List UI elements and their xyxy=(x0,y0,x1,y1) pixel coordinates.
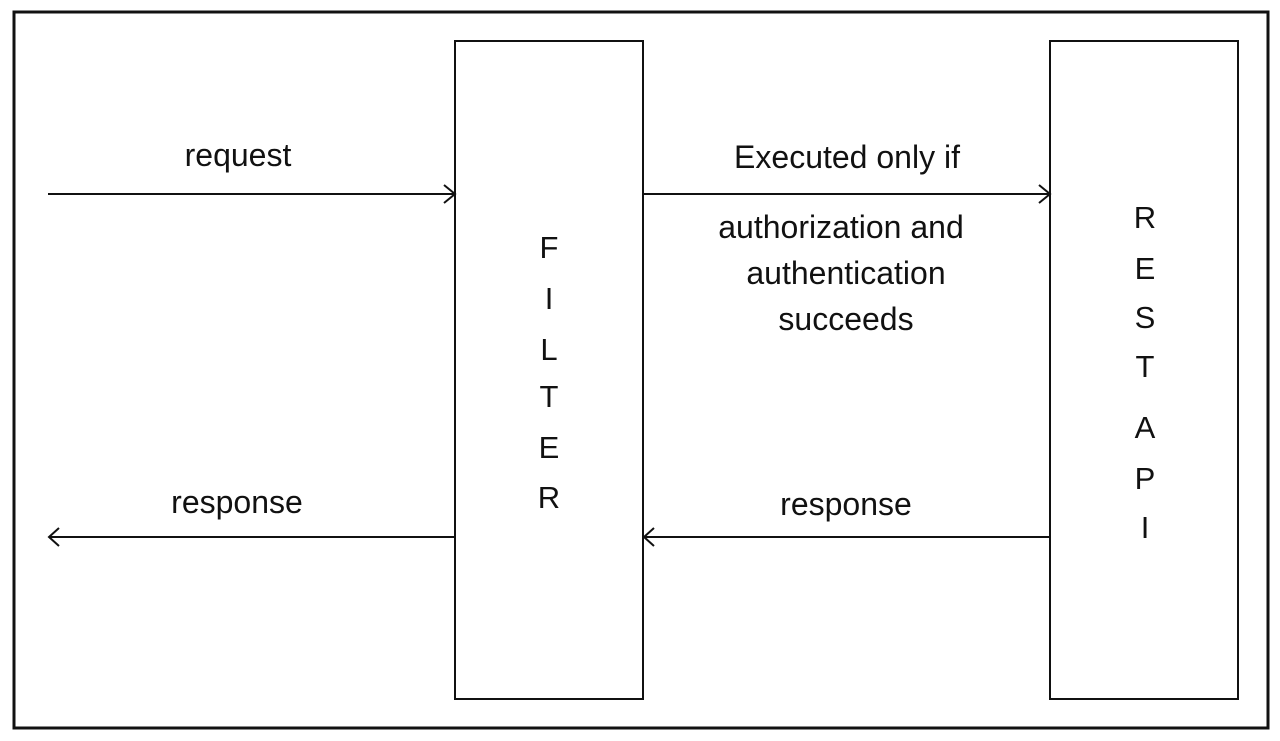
forward-arrow xyxy=(643,184,1052,204)
arrowhead-right-icon xyxy=(443,184,457,204)
filter-letter: F xyxy=(540,230,559,265)
filter-box: F I L T E R xyxy=(454,40,644,700)
response-label-right: response xyxy=(780,486,912,522)
response-arrow-left xyxy=(47,527,455,547)
filter-letter: E xyxy=(539,430,560,465)
rest-api-box: R E S T A P I xyxy=(1049,40,1239,700)
rest-api-letter: R xyxy=(1134,200,1156,235)
diagram-frame xyxy=(12,10,1270,730)
rest-api-letter: P xyxy=(1135,461,1156,496)
arrowhead-left-icon xyxy=(47,527,60,547)
rest-api-letter: I xyxy=(1141,510,1150,545)
filter-letter: L xyxy=(540,332,557,367)
filter-letter: I xyxy=(545,281,554,316)
condition-label-line-2: authorization and xyxy=(718,209,964,245)
response-arrow-right xyxy=(642,527,1050,547)
arrowhead-right-icon xyxy=(1038,184,1052,204)
condition-label-line-3: authentication xyxy=(746,255,945,291)
condition-label-line-1: Executed only if xyxy=(734,139,960,175)
request-label: request xyxy=(185,137,292,173)
filter-letter: R xyxy=(538,480,560,515)
request-arrow xyxy=(48,184,457,204)
filter-letter: T xyxy=(540,379,559,414)
rest-api-letter: A xyxy=(1135,410,1156,445)
rest-api-letter: S xyxy=(1135,300,1156,335)
rest-api-letter: E xyxy=(1135,251,1156,286)
condition-label-line-4: succeeds xyxy=(778,301,913,337)
response-label-left: response xyxy=(171,484,303,520)
filter-box-outline xyxy=(454,40,644,700)
rest-api-letter: T xyxy=(1136,349,1155,384)
rest-api-box-outline xyxy=(1049,40,1239,700)
arrowhead-left-icon xyxy=(642,527,655,547)
